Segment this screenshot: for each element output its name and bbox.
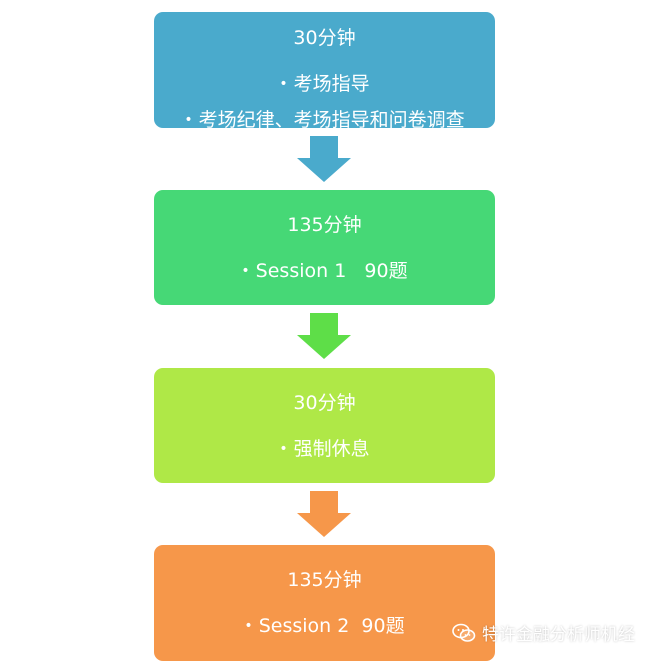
down-arrow-icon	[297, 313, 351, 359]
step-bullet: •考场纪律、考场指导和问卷调查	[184, 109, 465, 131]
bullet-text: Session 1 90题	[255, 260, 408, 282]
watermark: 特许金融分析师机经	[452, 620, 635, 645]
step-duration: 30分钟	[293, 392, 356, 414]
down-arrow-icon	[297, 136, 351, 182]
bullet-text: Session 2 90题	[258, 615, 405, 637]
flow-step-3: 30分钟 •强制休息	[154, 368, 495, 483]
bullet-text: 考场指导	[293, 73, 370, 95]
arrow-shape	[297, 313, 351, 359]
flow-step-4: 135分钟 •Session 2 90题	[154, 545, 495, 661]
step-duration: 135分钟	[287, 214, 362, 236]
down-arrow-icon	[297, 491, 351, 537]
step-duration: 135分钟	[287, 569, 362, 591]
wechat-icon	[452, 623, 476, 642]
watermark-text: 特许金融分析师机经	[482, 625, 635, 645]
arrow-shape	[297, 136, 351, 182]
step-bullet: •考场指导	[279, 73, 370, 95]
bullet-text: 考场纪律、考场指导和问卷调查	[198, 109, 465, 131]
flow-step-2: 135分钟 •Session 1 90题	[154, 190, 495, 305]
step-duration: 30分钟	[293, 27, 356, 49]
step-bullet: •Session 2 90题	[244, 615, 405, 637]
arrow-shape	[297, 491, 351, 537]
flow-step-1: 30分钟 •考场指导 •考场纪律、考场指导和问卷调查	[154, 12, 495, 131]
step-bullet: •强制休息	[279, 438, 370, 460]
step-bullet: •Session 1 90题	[241, 260, 408, 282]
bullet-text: 强制休息	[293, 438, 370, 460]
